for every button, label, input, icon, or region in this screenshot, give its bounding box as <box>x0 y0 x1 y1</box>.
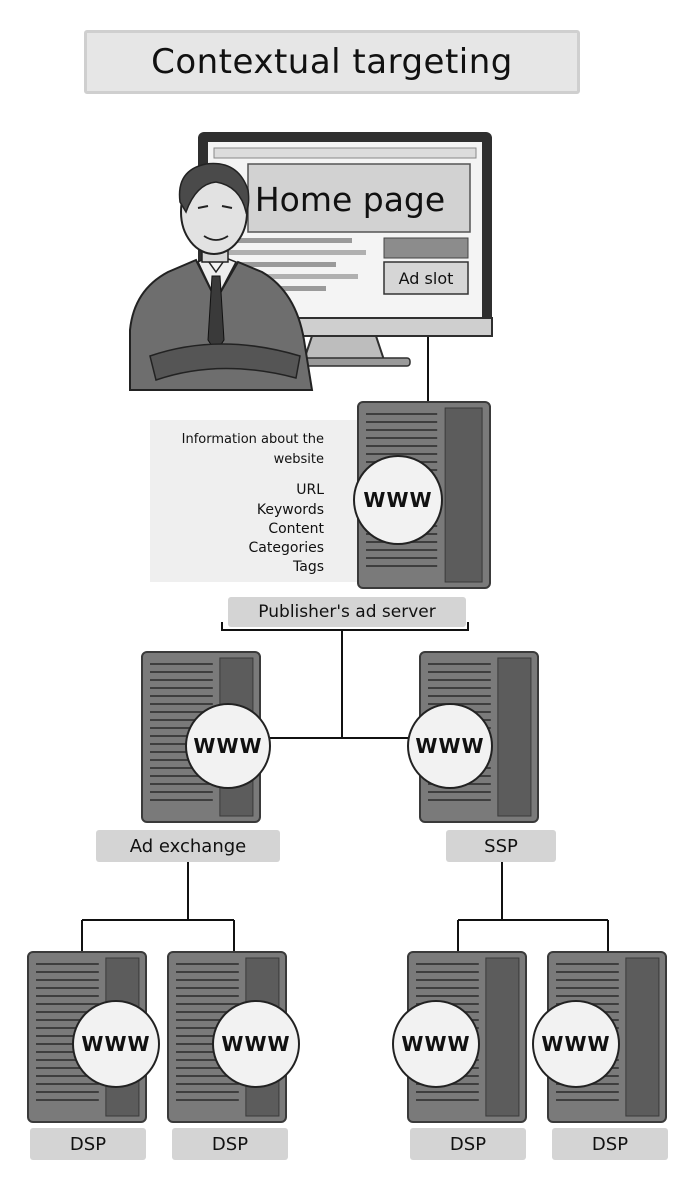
home-page-title: Home page <box>254 179 446 219</box>
dsp-server-2: WWW <box>167 951 300 1123</box>
info-item-url: URL <box>296 482 324 498</box>
ad-slot-label: Ad slot <box>398 268 454 288</box>
dsp-server-4: WWW <box>532 951 667 1123</box>
publisher-server: WWW <box>353 401 491 589</box>
dsp-server-3: WWW <box>392 951 527 1123</box>
info-heading-line2: website <box>273 452 324 467</box>
person-figure <box>129 162 314 391</box>
ad-exchange-label: Ad exchange <box>96 830 280 862</box>
info-item-categories: Categories <box>248 540 324 556</box>
www-globe-icon <box>532 1000 620 1088</box>
ad-banner-block <box>383 237 469 259</box>
www-text: WWW <box>81 1032 150 1056</box>
www-text: WWW <box>541 1032 610 1056</box>
ssp-server: WWW <box>407 651 539 823</box>
www-globe-icon <box>407 703 493 789</box>
browser-bar <box>213 147 477 159</box>
dsp-label-1: DSP <box>30 1128 146 1160</box>
www-globe-icon <box>353 455 443 545</box>
info-item-tags: Tags <box>293 559 324 575</box>
www-text: WWW <box>363 488 432 512</box>
info-item-content: Content <box>268 521 324 537</box>
www-globe-icon <box>392 1000 480 1088</box>
ssp-label: SSP <box>446 830 556 862</box>
dsp-label-4: DSP <box>552 1128 668 1160</box>
monitor-illustration <box>129 132 493 391</box>
text-line <box>226 238 352 243</box>
dsp-label-2: DSP <box>172 1128 288 1160</box>
text-line <box>226 250 366 255</box>
text-line <box>226 262 336 267</box>
text-line <box>226 274 358 279</box>
www-text: WWW <box>221 1032 290 1056</box>
www-text: WWW <box>401 1032 470 1056</box>
www-text: WWW <box>193 734 262 758</box>
www-globe-icon <box>212 1000 300 1088</box>
publisher-ad-server-label: Publisher's ad server <box>228 597 466 627</box>
dsp-server-1: WWW <box>27 951 160 1123</box>
page-header-area <box>247 163 471 233</box>
publisher-bracket <box>221 622 469 631</box>
ad-exchange-server: WWW <box>141 651 271 823</box>
info-heading-line1: Information about the <box>181 432 324 447</box>
ad-slot-box <box>383 261 469 295</box>
www-text: WWW <box>415 734 484 758</box>
dsp-label-3: DSP <box>410 1128 526 1160</box>
www-globe-icon <box>185 703 271 789</box>
www-globe-icon <box>72 1000 160 1088</box>
website-info-panel: Information about the website URL Keywor… <box>150 420 382 582</box>
info-item-keywords: Keywords <box>256 502 324 518</box>
diagram-title: Contextual targeting <box>84 30 580 94</box>
